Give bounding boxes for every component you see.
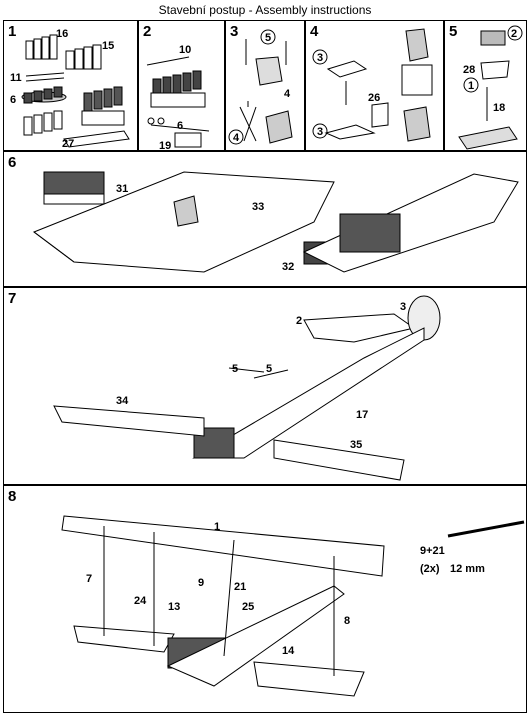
part-1-label: 1 [214, 521, 220, 533]
step-5-number: 5 [449, 23, 458, 40]
part-19-label: 19 [159, 140, 171, 152]
step-5-panel: 5 2 28 1 18 [444, 20, 527, 151]
step-2-number: 2 [143, 23, 152, 40]
detail-length-label: 12 mm [450, 563, 485, 575]
step-2-panel: 2 10 6 19 [138, 20, 225, 152]
detail-qty-label: (2x) [420, 563, 440, 575]
part-6-label: 6 [10, 94, 16, 106]
step-6-number: 6 [8, 154, 17, 171]
detail-part-label: 9+21 [420, 545, 445, 557]
part-6-label: 6 [177, 120, 183, 132]
step-6-drawing: 31 33 32 [32, 171, 519, 273]
part-24-label: 24 [134, 595, 147, 607]
part-9-label: 9 [198, 577, 204, 589]
part-5b-label: 5 [266, 363, 272, 375]
part-3-label: 3 [317, 52, 323, 64]
part-10-label: 10 [179, 44, 191, 56]
part-2-label: 2 [511, 28, 517, 40]
step-8-panel: 8 1 7 9 21 24 13 25 8 14 9+21 (2x) 12 mm [3, 485, 527, 713]
part-5-label: 5 [265, 32, 271, 44]
part-27-label: 27 [62, 138, 74, 150]
step-4-panel: 4 3 26 3 [305, 20, 444, 151]
step-1-panel: 1 16 15 11 6 27 [3, 20, 138, 151]
part-28-label: 28 [463, 64, 475, 76]
step-7-panel: 7 3 2 5 5 34 17 35 [3, 287, 527, 485]
part-35-label: 35 [350, 439, 362, 451]
step-1-drawing: 16 15 11 6 27 [10, 28, 130, 150]
part-4-label: 4 [284, 88, 291, 100]
part-17-label: 17 [356, 409, 368, 421]
step-3-number: 3 [230, 23, 239, 40]
part-1-label: 1 [468, 80, 474, 92]
part-33-label: 33 [252, 201, 264, 213]
part-2-label: 2 [296, 315, 302, 327]
step-4-drawing: 3 26 3 [312, 28, 433, 142]
part-3-label: 3 [400, 301, 406, 313]
part-26-label: 26 [368, 92, 380, 104]
step-7-number: 7 [8, 290, 17, 307]
step-8-drawing: 1 7 9 21 24 13 25 8 14 9+21 (2x) 12 mm [61, 515, 525, 697]
part-18-label: 18 [493, 102, 505, 114]
step-2-drawing: 10 6 19 [146, 44, 210, 152]
part-4b-label: 4 [233, 132, 240, 144]
part-14-label: 14 [282, 645, 295, 657]
part-11-label: 11 [10, 72, 22, 84]
part-34-label: 34 [116, 395, 129, 407]
part-7-label: 7 [86, 573, 92, 585]
part-31-label: 31 [116, 183, 128, 195]
step-3-drawing: 5 4 4 [228, 29, 293, 145]
step-1-number: 1 [8, 23, 17, 40]
step-3-panel: 3 5 4 4 [225, 20, 305, 151]
part-5a-label: 5 [232, 363, 238, 375]
step-4-number: 4 [310, 23, 319, 40]
part-32-label: 32 [282, 261, 294, 273]
part-3b-label: 3 [317, 126, 323, 138]
step-8-number: 8 [8, 488, 17, 505]
step-6-panel: 6 31 33 32 [3, 151, 527, 287]
step-7-drawing: 3 2 5 5 34 17 35 [53, 295, 441, 481]
part-15-label: 15 [102, 40, 114, 52]
part-13-label: 13 [168, 601, 180, 613]
part-8-label: 8 [344, 615, 350, 627]
part-21-label: 21 [234, 581, 246, 593]
part-25-label: 25 [242, 601, 254, 613]
page-title: Stavební postup - Assembly instructions [158, 3, 372, 17]
step-5-drawing: 2 28 1 18 [458, 25, 523, 150]
part-16-label: 16 [56, 28, 68, 40]
